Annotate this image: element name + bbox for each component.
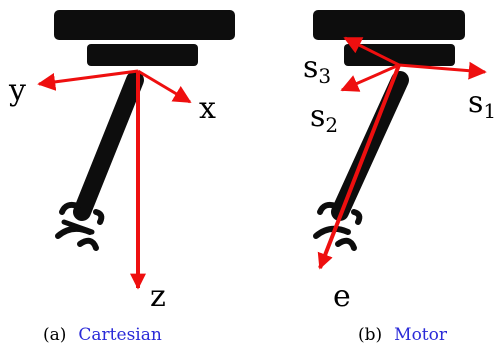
left-mount-plate: [87, 44, 198, 66]
left-gripper: [55, 201, 105, 251]
motor-caption: (b) Motor: [358, 325, 448, 345]
y-axis-arrow: [37, 69, 139, 91]
motor-panel: s3 s2 s1 e (b) Motor: [303, 10, 494, 345]
s3-label-sub: 3: [318, 64, 331, 88]
s2-label: s2: [310, 99, 338, 137]
s2-label-main: s: [310, 99, 325, 134]
motor-caption-link[interactable]: Motor: [394, 325, 448, 345]
right-gripper: [313, 201, 363, 251]
cartesian-caption: (a) Cartesian: [43, 325, 162, 345]
s3-arrow: [343, 36, 400, 67]
s1-label-main: s: [468, 85, 483, 120]
right-top-plate: [313, 10, 465, 40]
cartesian-caption-link[interactable]: Cartesian: [78, 325, 161, 345]
left-arm-link: [73, 71, 144, 221]
s3-label-main: s: [303, 50, 318, 85]
cartesian-panel: y x z (a) Cartesian: [8, 10, 235, 345]
s1-label-sub: 1: [483, 99, 494, 123]
x-axis-label: x: [199, 91, 216, 126]
y-axis-label: y: [8, 73, 26, 108]
s2-label-sub: 2: [325, 113, 338, 137]
cartesian-caption-prefix: (a): [43, 325, 66, 345]
s1-arrow: [398, 61, 487, 80]
motor-caption-prefix: (b): [358, 325, 382, 345]
x-axis-arrow: [137, 69, 192, 104]
left-top-plate: [54, 10, 235, 40]
right-mount-plate: [344, 44, 455, 66]
s1-label: s1: [468, 85, 494, 123]
z-axis-label: z: [150, 279, 166, 314]
e-label: e: [333, 279, 351, 314]
e-arrow: [317, 64, 401, 270]
s3-label: s3: [303, 50, 331, 88]
s2-arrow: [340, 63, 400, 92]
